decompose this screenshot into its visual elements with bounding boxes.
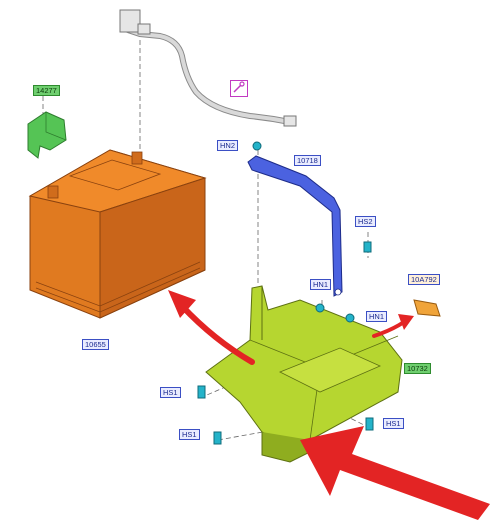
- label-hn2: HN2: [217, 140, 239, 151]
- battery-cable: [119, 9, 297, 127]
- label-hn1-upper: HN1: [310, 279, 332, 290]
- battery: [28, 149, 207, 319]
- label-battery: 10655: [82, 339, 109, 350]
- label-hs1-a: HS1: [160, 387, 181, 398]
- callout-arrows: [168, 290, 490, 520]
- nut-hn1-right: [345, 313, 355, 323]
- fasteners: [197, 141, 374, 445]
- label-fuse-holder: 10A792: [408, 274, 440, 285]
- bolt-hn2: [252, 141, 262, 151]
- connector-icon: [230, 80, 248, 97]
- label-hs1-c: HS1: [383, 418, 404, 429]
- label-tray: 10732: [404, 363, 431, 374]
- bolt-hs1-c: [365, 417, 374, 431]
- nut-hn1-upper: [315, 303, 325, 313]
- bolt-hs1-a: [197, 385, 206, 399]
- label-hn1-right: HN1: [366, 311, 388, 322]
- bolt-hs1-b: [213, 431, 222, 445]
- hold-down-bracket: [247, 155, 343, 297]
- label-hold-down-bracket: 10718: [294, 155, 321, 166]
- label-hs1-b: HS1: [179, 429, 200, 440]
- label-hs2: HS2: [355, 216, 376, 227]
- battery-tray: [205, 285, 403, 463]
- fuse-holder: [413, 299, 441, 317]
- bolt-hs2: [363, 241, 372, 253]
- label-battery-cover: 14277: [33, 85, 60, 96]
- large-pointer-arrow: [300, 426, 490, 520]
- battery-cover: [27, 111, 67, 159]
